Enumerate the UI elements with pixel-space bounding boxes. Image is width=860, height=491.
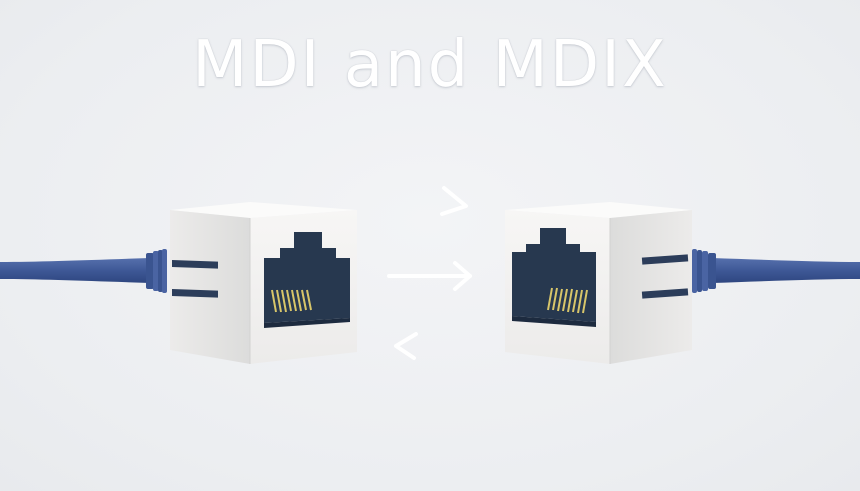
page-title: MDI and MDIX [192, 28, 668, 102]
arrow-left-icon [394, 332, 418, 360]
signal-arrows [387, 186, 472, 360]
arrow-right-icon [440, 186, 468, 216]
rj45-port-icon [512, 228, 596, 327]
right-device [505, 202, 860, 364]
arrow-right-icon [387, 261, 472, 291]
rj45-port-icon [264, 232, 350, 328]
left-cable [0, 249, 167, 293]
left-device [0, 202, 357, 364]
rj45-jack-box-icon [170, 202, 357, 364]
rj45-jack-box-icon [505, 202, 692, 364]
right-cable [692, 249, 860, 293]
